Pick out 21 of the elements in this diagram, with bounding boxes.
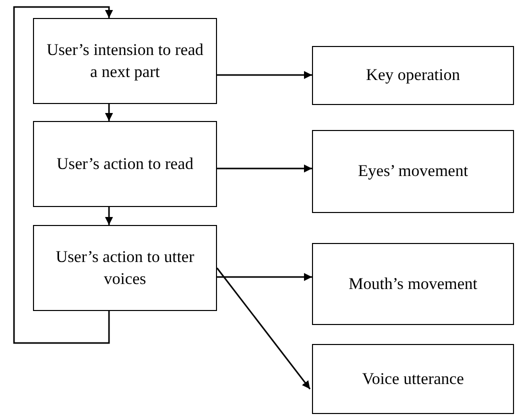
box-text: Mouth’s movement — [348, 272, 478, 295]
arrow — [13, 6, 113, 344]
arrow — [217, 164, 312, 172]
arrow — [217, 273, 312, 281]
arrow — [217, 71, 312, 79]
box-text: User’s action to utter voices — [54, 246, 196, 290]
arrow — [216, 268, 311, 390]
box-text: User’s action to read — [56, 152, 194, 175]
process-box — [33, 121, 217, 207]
process-box — [312, 130, 514, 213]
box-text: Voice utterance — [362, 368, 464, 390]
process-box — [312, 243, 514, 325]
process-box — [312, 344, 514, 414]
box-text: Eyes’ movement — [358, 160, 468, 182]
box-text: User’s intension to read a next part — [46, 38, 204, 83]
process-box — [33, 18, 217, 104]
box-text: Key operation — [366, 64, 460, 86]
process-box — [33, 225, 217, 311]
arrow — [105, 104, 113, 121]
arrow — [105, 207, 113, 225]
process-box — [312, 46, 514, 105]
